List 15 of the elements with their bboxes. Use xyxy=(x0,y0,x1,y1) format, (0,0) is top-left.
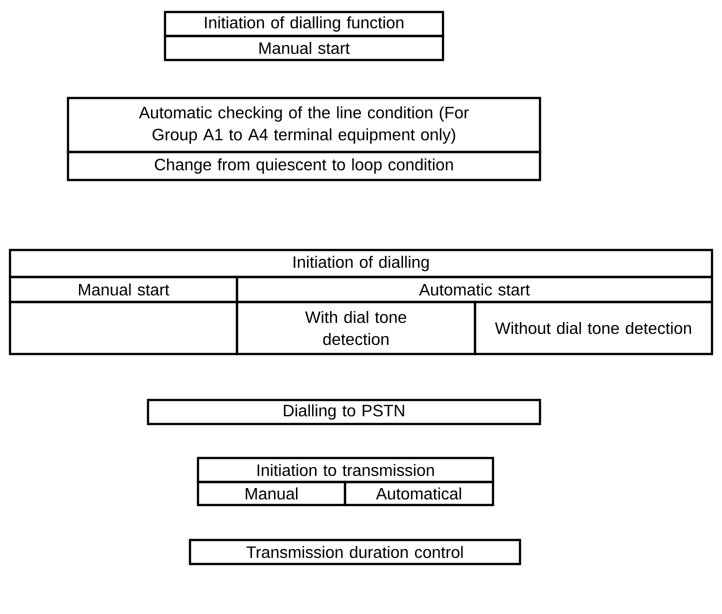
table-cell: Automatical xyxy=(344,480,494,506)
table-cell: Transmission duration control xyxy=(188,538,522,566)
table-cell: Without dial tone detection xyxy=(474,300,714,356)
table-cell: Automatic start xyxy=(236,276,714,304)
table-cell: Initiation to transmission xyxy=(196,456,494,484)
table-cell: With dial tone detection xyxy=(236,300,476,356)
empty-cell xyxy=(8,300,238,356)
table-cell: Manual start xyxy=(164,34,444,62)
table-cell: Manual start xyxy=(8,276,238,304)
table-cell: Change from quiescent to loop condition xyxy=(66,150,542,182)
table-cell: Dialling to PSTN xyxy=(146,398,542,426)
table-cell: Initiation of dialling function xyxy=(164,10,444,38)
table-cell: Initiation of dialling xyxy=(8,248,714,278)
table-cell: Automatic checking of the line condition (For Group A1 to A4 terminal equipment only) xyxy=(66,96,542,154)
table-cell: Manual xyxy=(196,480,346,506)
